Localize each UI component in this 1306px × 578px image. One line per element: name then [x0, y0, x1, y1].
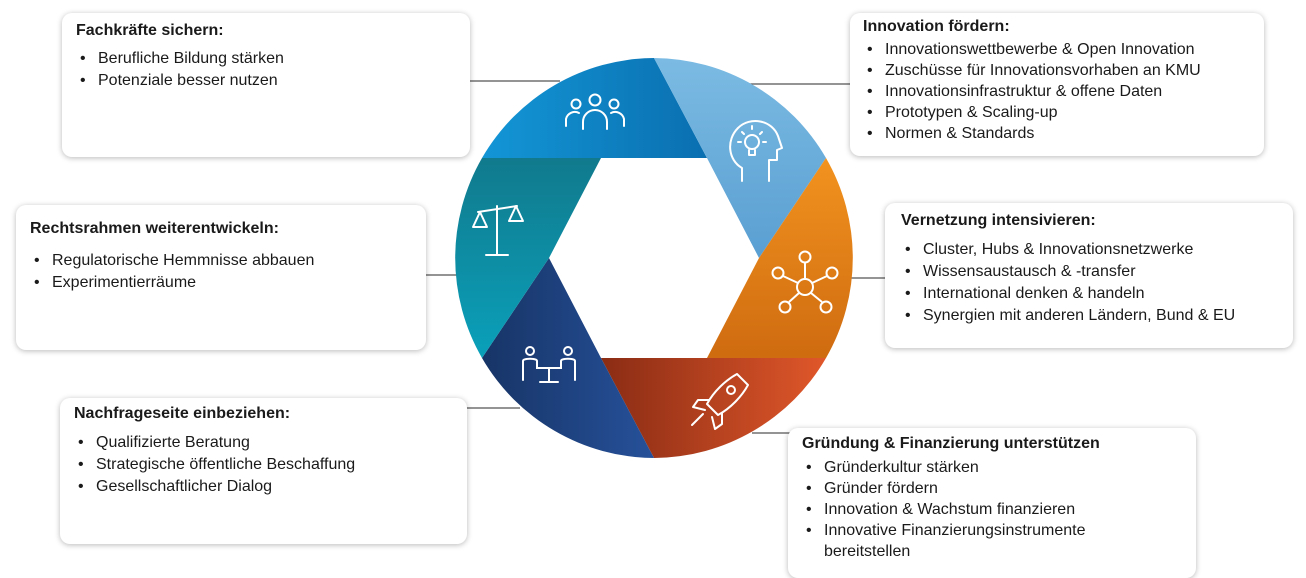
people-group-icon — [565, 93, 625, 130]
box-vernetzung: Vernetzung intensivieren: Cluster, Hubs … — [885, 203, 1293, 348]
list-item: Strategische öffentliche Beschaffung — [74, 454, 453, 476]
box-title: Vernetzung intensivieren: — [901, 212, 1096, 229]
segment-gruendung — [601, 358, 826, 458]
segment-recht — [455, 158, 601, 358]
bullet-list: Regulatorische Hemmnisse abbauen Experim… — [30, 250, 412, 294]
bullet-list: Qualifizierte Beratung Strategische öffe… — [74, 432, 453, 498]
list-item: Wissensaustausch & -transfer — [901, 261, 1279, 283]
list-item: Cluster, Hubs & Innovationsnetzwerke — [901, 239, 1279, 261]
list-item: Normen & Standards — [863, 123, 1250, 144]
list-item: Innovative Finanzierungsinstrumente bere… — [802, 520, 1144, 562]
list-item: Regulatorische Hemmnisse abbauen — [30, 250, 412, 272]
meeting-table-icon — [522, 346, 576, 383]
bullet-list: Innovationswettbewerbe & Open Innovation… — [863, 39, 1250, 144]
list-item: Prototypen & Scaling-up — [863, 102, 1250, 123]
box-title: Rechtsrahmen weiterentwickeln: — [30, 220, 279, 237]
list-item: Experimentierräume — [30, 272, 412, 294]
bullet-list: Berufliche Bildung stärken Potenziale be… — [76, 48, 456, 92]
box-innovation: Innovation fördern: Innovationswettbewer… — [850, 13, 1264, 156]
network-nodes-icon — [771, 250, 839, 314]
list-item: Synergien mit anderen Ländern, Bund & EU — [901, 305, 1279, 327]
box-title: Nachfrageseite einbeziehen: — [74, 405, 291, 422]
list-item: Potenziale besser nutzen — [76, 70, 456, 92]
bullet-list: Cluster, Hubs & Innovationsnetzwerke Wis… — [901, 239, 1279, 327]
box-fachkraefte: Fachkräfte sichern: Berufliche Bildung s… — [62, 13, 470, 157]
box-recht: Rechtsrahmen weiterentwickeln: Regulator… — [16, 205, 426, 350]
segment-innovation — [654, 58, 826, 258]
list-item: Zuschüsse für Innovationsvorhaben an KMU — [863, 60, 1250, 81]
segment-vernetzung — [707, 158, 853, 358]
list-item: Innovationswettbewerbe & Open Innovation — [863, 39, 1250, 60]
list-item: Innovation & Wachstum finanzieren — [802, 499, 1186, 520]
list-item: Gründerkultur stärken — [802, 457, 1186, 478]
balance-scale-icon — [472, 205, 524, 256]
list-item: Gründer fördern — [802, 478, 1186, 499]
list-item: Berufliche Bildung stärken — [76, 48, 456, 70]
list-item: Innovationsinfrastruktur & offene Daten — [863, 81, 1250, 102]
box-gruendung: Gründung & Finanzierung unterstützen Grü… — [788, 428, 1196, 578]
bullet-list: Gründerkultur stärken Gründer fördern In… — [802, 457, 1186, 562]
box-nachfrage: Nachfrageseite einbeziehen: Qualifiziert… — [60, 398, 467, 544]
box-title: Innovation fördern: — [863, 18, 1010, 35]
list-item: International denken & handeln — [901, 283, 1279, 305]
box-title: Fachkräfte sichern: — [76, 22, 224, 39]
segment-fachkraefte — [482, 58, 707, 158]
list-item: Gesellschaftlicher Dialog — [74, 476, 453, 498]
box-title: Gründung & Finanzierung unterstützen — [802, 435, 1100, 452]
head-lightbulb-icon — [729, 120, 783, 182]
rocket-icon — [691, 373, 749, 430]
list-item: Qualifizierte Beratung — [74, 432, 453, 454]
